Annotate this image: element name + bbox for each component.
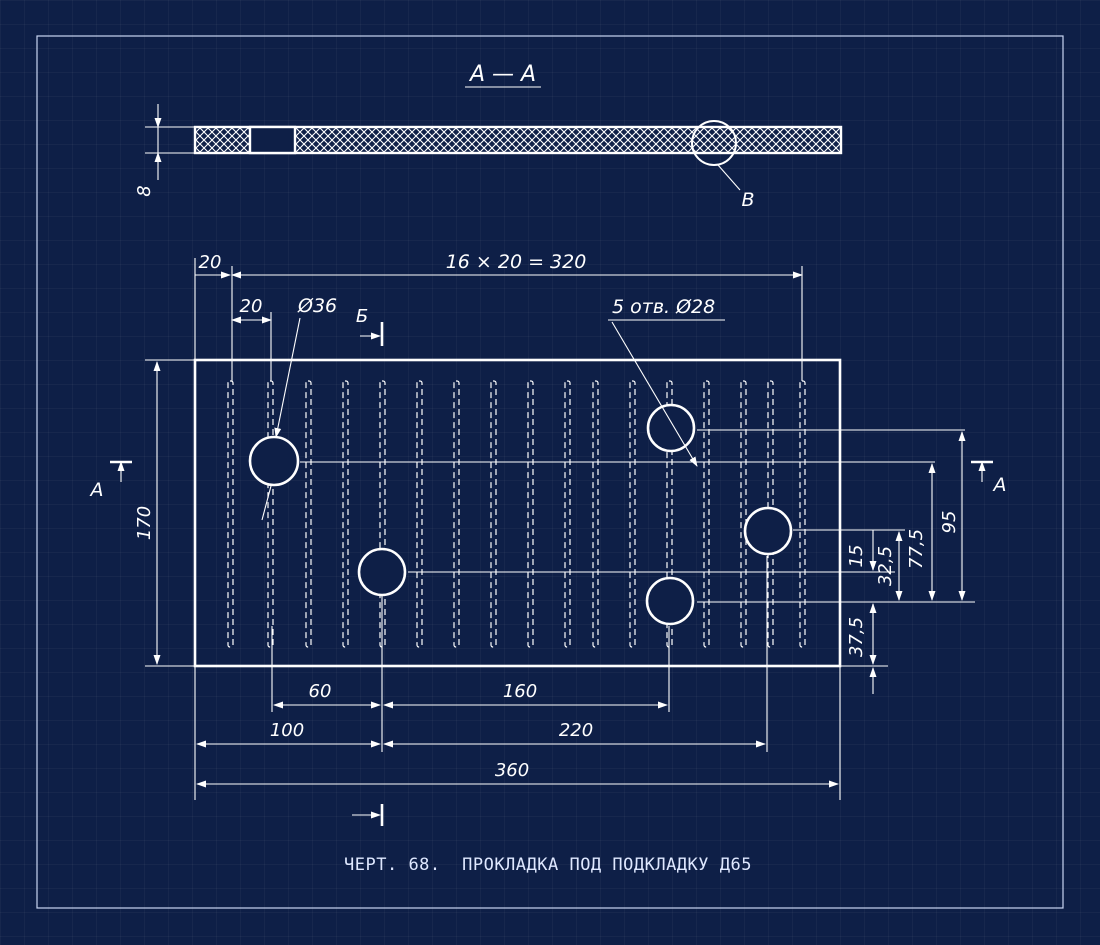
section-label: А — А [468, 62, 536, 87]
slot [416, 380, 423, 648]
dim-100: 100 [270, 720, 304, 741]
dim-15: 15 [846, 545, 867, 568]
dim-37-5: 37,5 [846, 617, 867, 657]
dim-360: 360 [495, 760, 529, 781]
dim-edge-pitch: 20 [199, 252, 222, 273]
slot [740, 380, 747, 648]
slot [379, 380, 386, 648]
slot [527, 380, 534, 648]
drawing-caption: ЧЕРТ. 68. ПРОКЛАДКА ПОД ПОДКЛАДКУ Д65 [344, 855, 752, 875]
drawing-frame [36, 35, 1064, 909]
dim-slot-pitch: 16 × 20 = 320 [446, 251, 587, 273]
callout-label: В [741, 189, 754, 211]
slot [453, 380, 460, 648]
slot [490, 380, 497, 648]
dim-32-5: 32,5 [875, 546, 896, 586]
hole-note-small: 5 отв. Ø28 [612, 296, 715, 318]
section-slot-gap [248, 125, 297, 155]
hole-small [645, 576, 695, 626]
hole-small [743, 506, 793, 556]
slot [267, 380, 274, 648]
cut-a-left: А [89, 479, 104, 501]
hole-large [248, 435, 300, 487]
dim-height: 170 [134, 506, 155, 540]
slot-group [227, 380, 806, 648]
slot [666, 380, 673, 648]
dimensions: 20 16 × 20 = 320 20 170 60 160 100 220 3… [134, 251, 966, 800]
dim-95: 95 [939, 511, 960, 534]
slot [592, 380, 599, 648]
detail-callout-circle [691, 120, 737, 166]
hole-small [357, 547, 407, 597]
plan-view: А А Б Ø36 5 отв. Ø28 [89, 295, 1007, 826]
cut-a-right: А [992, 474, 1007, 496]
dim-thickness: 8 [134, 185, 155, 196]
dim-60: 60 [309, 681, 332, 702]
slot [703, 380, 710, 648]
slot [564, 380, 571, 648]
dim-77-5: 77,5 [906, 529, 927, 569]
plate-outline [193, 358, 842, 668]
section-view: А — А В 8 [134, 62, 843, 211]
hole-note-large: Ø36 [297, 295, 337, 317]
slot [629, 380, 636, 648]
cut-b-label: Б [356, 306, 368, 327]
slot [305, 380, 312, 648]
dim-slot-offset: 20 [240, 296, 263, 317]
dim-220: 220 [559, 720, 593, 741]
dim-160: 160 [503, 681, 537, 702]
slot [799, 380, 806, 648]
slot [227, 380, 234, 648]
hole-small [646, 403, 696, 453]
slot [342, 380, 349, 648]
